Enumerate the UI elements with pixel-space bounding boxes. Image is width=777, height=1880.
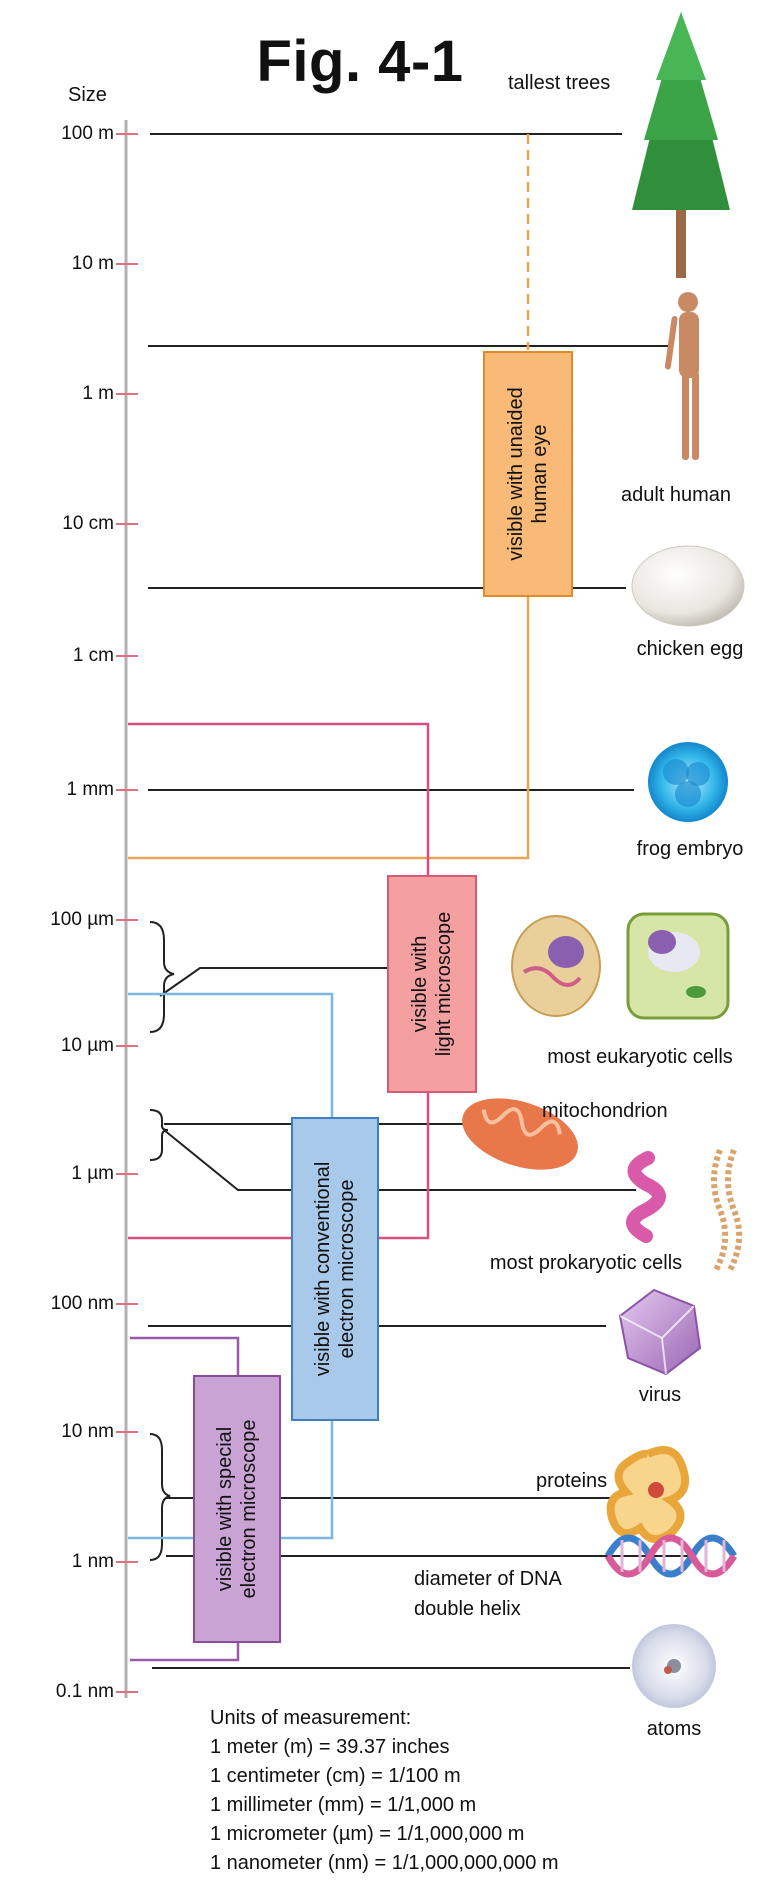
label-chicken-egg: chicken egg	[637, 638, 744, 661]
tick-label: 10 cm	[20, 513, 114, 535]
brace-1um	[150, 1110, 168, 1160]
brace-10nm	[150, 1434, 170, 1560]
unit-line: 1 centimeter (cm) = 1/100 m	[210, 1762, 559, 1791]
egg-icon	[632, 546, 744, 626]
tick-label: 1 mm	[20, 779, 114, 801]
tree-icon	[632, 12, 730, 278]
protein-icon	[611, 1450, 686, 1539]
range-label-line: electron microscope	[237, 1420, 261, 1599]
unit-line: 1 micrometer (µm) = 1/1,000,000 m	[210, 1820, 559, 1849]
range-label-line: visible with conventional	[311, 1162, 335, 1377]
range-label-special-em: visible with special electron microscope	[213, 1420, 261, 1599]
label-atoms: atoms	[647, 1718, 701, 1741]
tick-label: 1 cm	[20, 645, 114, 667]
range-label-line: human eye	[528, 387, 552, 560]
axis-label: Size	[68, 84, 107, 107]
label-adult-human: adult human	[621, 484, 731, 507]
range-label-line: light microscope	[432, 912, 456, 1057]
virus-icon	[620, 1290, 700, 1374]
units-of-measurement: Units of measurement: 1 meter (m) = 39.3…	[210, 1704, 559, 1878]
frog-embryo-icon	[648, 742, 728, 822]
tick-label: 100 m	[20, 123, 114, 145]
tick-label: 10 m	[20, 253, 114, 275]
label-prokaryotic-cells: most prokaryotic cells	[490, 1252, 682, 1275]
label-proteins: proteins	[536, 1470, 607, 1493]
range-line-unaided-eye	[128, 596, 528, 858]
range-label-conventional-em: visible with conventional electron micro…	[311, 1162, 359, 1377]
unit-line: 1 nanometer (nm) = 1/1,000,000,000 m	[210, 1849, 559, 1878]
range-label-line: visible with special	[213, 1420, 237, 1599]
label-eukaryotic-cells: most eukaryotic cells	[547, 1046, 733, 1069]
range-line-light	[128, 724, 428, 1238]
unit-line: 1 millimeter (mm) = 1/1,000 m	[210, 1791, 559, 1820]
units-heading: Units of measurement:	[210, 1704, 559, 1733]
range-label-unaided-eye: visible with unaided human eye	[504, 387, 552, 560]
tick-label: 10 nm	[20, 1421, 114, 1443]
tick-label: 100 µm	[20, 909, 114, 931]
tick-label: 100 nm	[20, 1293, 114, 1315]
tick-label: 1 nm	[20, 1551, 114, 1573]
label-frog-embryo: frog embryo	[637, 838, 744, 861]
range-label-light-microscope: visible with light microscope	[408, 912, 456, 1057]
figure-title: Fig. 4-1	[180, 28, 540, 95]
human-icon	[665, 292, 699, 460]
range-label-line: visible with unaided	[504, 387, 528, 560]
unit-line: 1 meter (m) = 39.37 inches	[210, 1733, 559, 1762]
label-mitochondrion: mitochondrion	[542, 1100, 668, 1123]
label-virus: virus	[639, 1384, 681, 1407]
label-dna-line1: diameter of DNA	[414, 1568, 562, 1591]
range-label-line: electron microscope	[335, 1162, 359, 1377]
atom-icon	[632, 1624, 716, 1708]
tick-label: 1 µm	[20, 1163, 114, 1185]
tick-label: 10 µm	[20, 1035, 114, 1057]
tick-label: 1 m	[20, 383, 114, 405]
brace-eukaryotic	[150, 922, 174, 1032]
range-label-line: visible with	[408, 912, 432, 1057]
label-tallest-trees: tallest trees	[508, 72, 610, 95]
label-dna-line2: double helix	[414, 1598, 521, 1621]
eukaryotic-cells-icon	[512, 914, 728, 1018]
tick-label: 0.1 nm	[20, 1681, 114, 1703]
